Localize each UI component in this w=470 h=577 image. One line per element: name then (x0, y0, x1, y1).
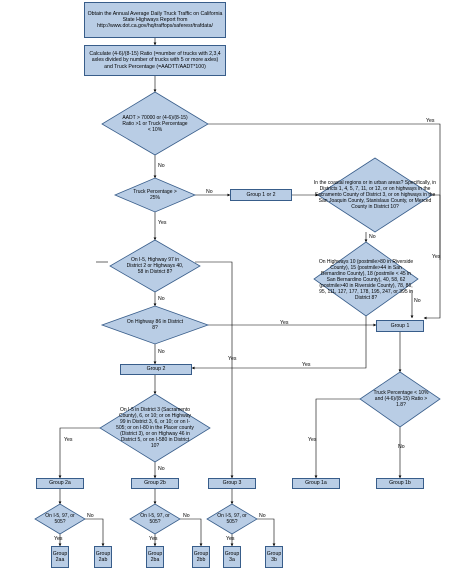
edge-onhwy-yes (191, 316, 367, 370)
label-truckpct-yes: Yes (158, 220, 167, 226)
box-group2bb: Group 2bb (192, 546, 210, 568)
box-group2aa: Group 2aa (51, 546, 69, 568)
label-hwy86-no: No (158, 349, 165, 355)
decision-truckpct2: Truck Percentage < 10% and (4-6)/(8-15) … (373, 390, 429, 408)
label-aadt-no: No (158, 163, 165, 169)
edge-truckpct-yes (195, 261, 234, 479)
decision-aadt: AADT > 70000 or (4-6)/(8-15) Ratio >1 or… (122, 115, 188, 133)
decision-small-b: On I-5, 97, or 505? (140, 513, 170, 525)
label-small-c-yes: Yes (226, 536, 235, 542)
box-group2a: Group 2a (36, 478, 84, 489)
label-aadt-yes: Yes (426, 118, 435, 124)
box-group2b: Group 2b (131, 478, 179, 489)
decision-small-c: On I-5, 97, or 505? (217, 513, 247, 525)
decision-dist3-shape (99, 393, 211, 463)
edge-truckpct2-yes (314, 398, 360, 479)
label-small-c-no: No (259, 513, 266, 519)
box-group1: Group 1 (376, 320, 424, 332)
decision-truckpct-shape (113, 177, 197, 213)
label-dist3-yes: Yes (64, 437, 73, 443)
edge-small-c-no (257, 518, 276, 547)
box-calculate: Calculate (4-6)/(8-15) Ratio (=number of… (84, 45, 226, 76)
decision-i5-shape (109, 239, 201, 293)
decision-small-b-shape (129, 503, 181, 535)
decision-aadt-shape (101, 91, 209, 156)
box-group3: Group 3 (208, 478, 256, 489)
label-small-a-yes: Yes (54, 536, 63, 542)
box-group2: Group 2 (120, 364, 192, 375)
edge-small-a-no (85, 518, 105, 547)
box-group3a: Group 3a (223, 546, 241, 568)
decision-small-a: On I-5, 97, or 505? (45, 513, 75, 525)
box-group1a: Group 1a (292, 478, 340, 489)
box-group2ba: Group 2ba (146, 546, 164, 568)
label-small-b-no: No (183, 513, 190, 519)
decision-hwy86: On Highway 86 in District 8? (126, 319, 184, 331)
edge-small-b-no (180, 518, 203, 547)
edge-coastal-yes (432, 194, 441, 260)
label-coastal-yes: Yes (432, 254, 441, 260)
edge-dist3-yes (58, 427, 100, 479)
decision-onhwy-shape (313, 241, 419, 317)
decision-hwy86-shape (100, 305, 210, 345)
decision-truckpct: Truck Percentage > 25% (133, 189, 177, 201)
label-onhwy-yes: Yes (302, 362, 311, 368)
label-truckpct2-no: No (398, 444, 405, 450)
label-i5-no: No (158, 296, 165, 302)
label-coastal-no: No (369, 234, 376, 240)
label-truckpct-no: No (206, 189, 213, 195)
box-group3b: Group 3b (265, 546, 283, 568)
label-onhwy-no: No (414, 298, 421, 304)
box-group1b: Group 1b (376, 478, 424, 489)
label-truckpct2-yes: Yes (308, 437, 317, 443)
box-obtain: Obtain the Annual Average Daily Truck Tr… (84, 2, 226, 38)
decision-coastal-shape (317, 157, 433, 233)
label-hwy86-yes: Yes (280, 320, 289, 326)
label-small-a-no: No (87, 513, 94, 519)
decision-i5: On I-5, Highway 97 in District 2 or High… (126, 257, 184, 275)
decision-small-a-shape (34, 503, 86, 535)
decision-small-c-shape (206, 503, 258, 535)
decision-onhwy: On Highways 10 (postmile>80 in Riverside… (318, 259, 414, 301)
box-group1or2: Group 1 or 2 (230, 189, 292, 201)
decision-dist3: On I-5 in District 3 (Sacramento County)… (116, 407, 194, 449)
decision-coastal: In the coastal regions or in urban areas… (313, 180, 437, 210)
label-i5-yes: Yes (228, 356, 237, 362)
label-small-b-yes: Yes (149, 536, 158, 542)
label-dist3-no: No (158, 466, 165, 472)
decision-truckpct2-shape (359, 371, 441, 428)
box-group2ab: Group 2ab (94, 546, 112, 568)
